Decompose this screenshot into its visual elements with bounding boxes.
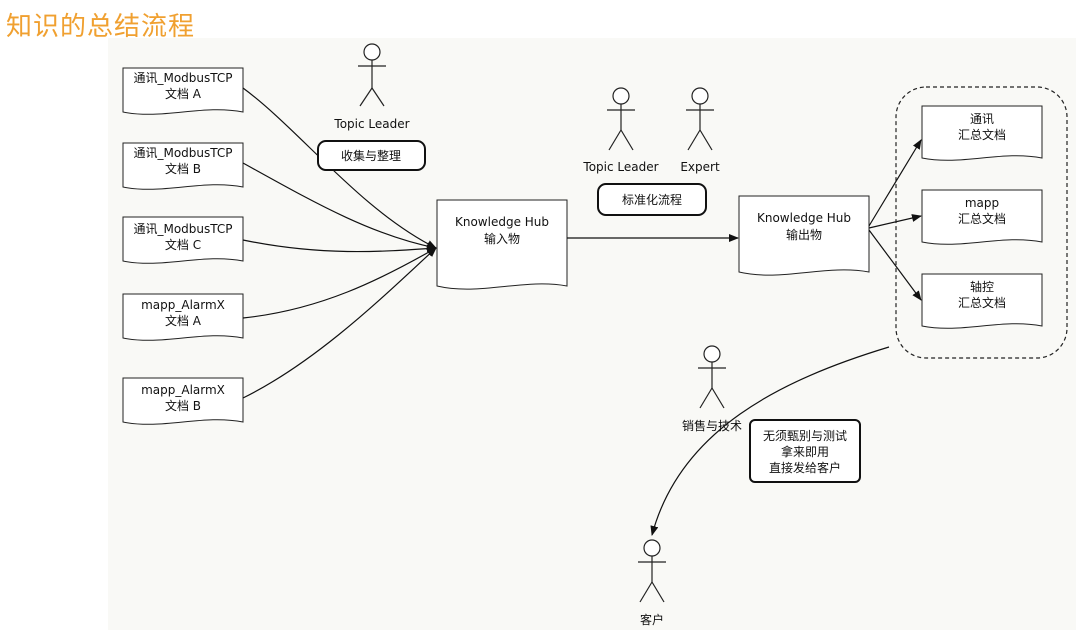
note-line-3: 直接发给客户 <box>769 460 841 475</box>
source-doc-5-title: mapp_AlarmX <box>141 383 225 397</box>
arrow-source-3 <box>242 239 437 253</box>
output-doc-1-subtitle: 汇总文档 <box>958 127 1006 142</box>
diagram-canvas <box>108 38 1076 630</box>
source-doc-1-title: 通讯_ModbusTCP <box>133 71 232 85</box>
hub-input-title: Knowledge Hub <box>455 215 549 229</box>
customer-label: 客户 <box>640 612 664 627</box>
step-collect: 收集与整理 <box>317 140 426 171</box>
source-doc-4-title: mapp_AlarmX <box>141 298 225 312</box>
source-doc-2-title: 通讯_ModbusTCP <box>133 146 232 160</box>
sales-tech-actor <box>698 345 726 409</box>
step-collect-label: 收集与整理 <box>341 148 401 163</box>
output-arrows <box>868 139 922 301</box>
source-doc-4: mapp_AlarmX 文档 A <box>122 293 244 341</box>
output-doc-2-title: mapp <box>965 196 999 210</box>
arrow-source-4 <box>242 247 437 319</box>
output-doc-2: mapp 汇总文档 <box>921 189 1043 245</box>
source-doc-5-subtitle: 文档 B <box>165 398 201 413</box>
actor-head-icon <box>703 345 721 363</box>
source-doc-3-title: 通讯_ModbusTCP <box>133 222 232 236</box>
source-doc-1: 通讯_ModbusTCP 文档 A <box>122 67 244 115</box>
note-line-2: 拿来即用 <box>781 444 829 459</box>
expert-label: Expert <box>680 160 720 174</box>
step-standardize-label: 标准化流程 <box>622 192 682 207</box>
arrow-source-5 <box>242 247 437 399</box>
actor-head-icon <box>643 539 661 557</box>
output-doc-3-title: 轴控 <box>970 279 994 294</box>
source-arrows <box>242 87 437 399</box>
actor-head-icon <box>612 87 630 105</box>
note-box: 无须甄别与测试 拿来即用 直接发给客户 <box>749 419 861 483</box>
hub-input-doc: Knowledge Hub 输入物 <box>436 199 568 290</box>
source-doc-3-subtitle: 文档 C <box>165 237 201 252</box>
hub-output-title: Knowledge Hub <box>757 211 851 225</box>
source-doc-5: mapp_AlarmX 文档 B <box>122 377 244 425</box>
hub-output-subtitle: 输出物 <box>786 227 822 242</box>
topic-leader-label-2: Topic Leader <box>582 160 658 174</box>
arrow-output-3 <box>868 229 922 301</box>
arrow-to-customer <box>650 346 890 536</box>
actor-head-icon <box>363 43 381 61</box>
hub-output-doc: Knowledge Hub 输出物 <box>738 195 870 276</box>
step-standardize: 标准化流程 <box>597 183 707 216</box>
source-doc-1-subtitle: 文档 A <box>165 86 202 101</box>
output-doc-1: 通讯 汇总文档 <box>921 105 1043 161</box>
actor-head-icon <box>691 87 709 105</box>
output-group-frame <box>895 86 1068 359</box>
source-doc-2: 通讯_ModbusTCP 文档 B <box>122 142 244 190</box>
page-title: 知识的总结流程 <box>6 12 196 42</box>
customer-actor <box>638 539 666 603</box>
expert-actor <box>686 87 714 151</box>
source-doc-3: 通讯_ModbusTCP 文档 C <box>122 216 244 264</box>
note-line-1: 无须甄别与测试 <box>763 428 847 443</box>
hub-input-subtitle: 输入物 <box>484 231 520 246</box>
output-doc-3: 轴控 汇总文档 <box>921 273 1043 329</box>
sales-tech-label: 销售与技术 <box>682 418 742 433</box>
source-doc-4-subtitle: 文档 A <box>165 313 202 328</box>
arrow-output-2 <box>868 214 922 229</box>
topic-leader-actor-1 <box>358 43 386 107</box>
arrow-source-2 <box>242 162 437 251</box>
arrow-output-1 <box>868 139 922 227</box>
output-doc-3-subtitle: 汇总文档 <box>958 295 1006 310</box>
topic-leader-actor-2 <box>607 87 635 151</box>
source-doc-2-subtitle: 文档 B <box>165 161 201 176</box>
output-doc-1-title: 通讯 <box>970 112 994 126</box>
topic-leader-label-1: Topic Leader <box>333 117 409 131</box>
output-doc-2-subtitle: 汇总文档 <box>958 211 1006 226</box>
